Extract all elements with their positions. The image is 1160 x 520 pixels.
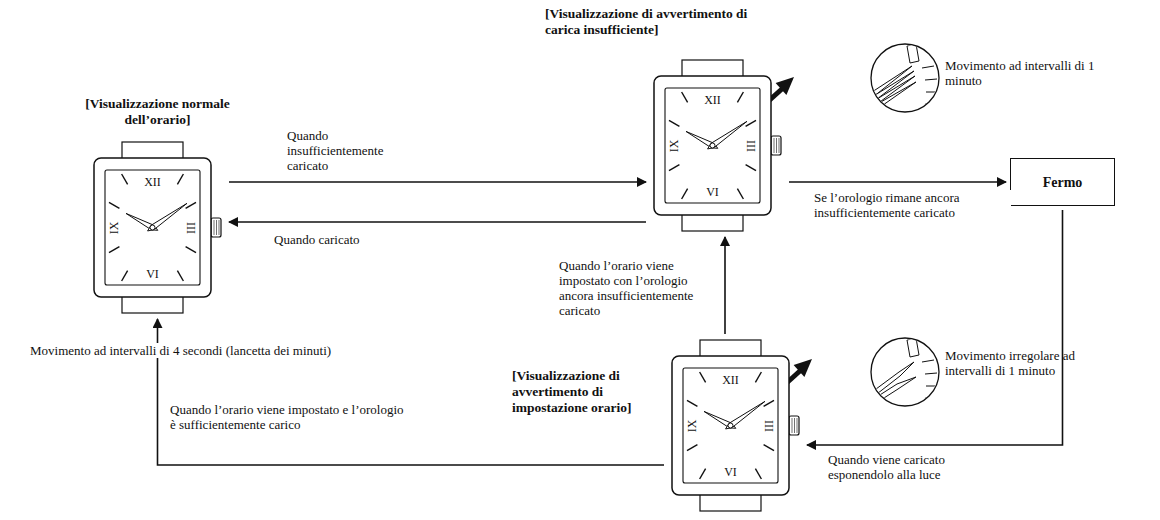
dial-numeral: III <box>185 222 197 234</box>
hour-marker <box>746 165 756 171</box>
hour-marker <box>700 372 706 382</box>
transition-arrow <box>807 210 1063 445</box>
callout-note: Movimento ad intervalli di 1 minuto <box>945 58 1095 88</box>
state-heading: [Visualizzazione normale dell’orario] <box>71 96 244 128</box>
dial-numeral: VI <box>706 186 719 198</box>
stop-box: Fermo <box>1010 158 1115 206</box>
minute-hand <box>708 121 747 149</box>
watch-case <box>672 356 789 495</box>
transition-arrow <box>724 237 726 334</box>
hour-marker <box>764 445 774 451</box>
crown-knurl <box>214 220 215 235</box>
hour-marker <box>177 271 183 281</box>
watch-dial <box>105 170 200 285</box>
watch-dial <box>665 88 760 203</box>
watch-dial <box>683 368 778 483</box>
dial-numeral: XII <box>144 176 161 188</box>
minute-hand <box>726 401 765 429</box>
hour-marker <box>746 120 756 126</box>
dial-numeral: XII <box>704 94 721 106</box>
transition-label: Quando viene caricato esponendolo alla l… <box>826 452 1005 482</box>
crown-knurl <box>779 138 780 153</box>
hour-hand <box>126 213 158 230</box>
dial-numeral: VI <box>724 466 737 478</box>
magnifier-circle <box>871 338 939 406</box>
movement-caption: Movimento ad intervalli di 4 secondi (la… <box>28 343 333 358</box>
box-label: Fermo <box>1043 174 1083 191</box>
hour-marker <box>700 469 706 479</box>
hand-pivot <box>150 225 155 230</box>
hour-marker <box>669 120 679 126</box>
callout-note: Movimento irregolare ad intervalli di 1 … <box>945 348 1095 378</box>
dial-numeral: IX <box>686 419 698 432</box>
hand-pivot <box>710 143 715 148</box>
hand-pivot <box>728 423 733 428</box>
crown-knurl <box>776 138 777 153</box>
watch-crown <box>771 136 781 155</box>
watch-case <box>94 158 211 297</box>
crown-knurl <box>794 418 795 433</box>
transition-label: Quando caricato <box>272 232 406 247</box>
hour-marker <box>755 469 761 479</box>
transition-label: Se l’orologio rimane ancora insufficient… <box>812 190 1011 220</box>
dial-numeral: IX <box>108 221 120 234</box>
hour-marker <box>109 247 119 253</box>
hour-marker <box>755 372 761 382</box>
hour-marker <box>682 189 688 199</box>
watch-crown <box>211 218 221 237</box>
watch-crown <box>789 416 799 435</box>
magnifier-circle <box>871 44 939 112</box>
minute-hand <box>148 203 187 231</box>
hour-marker <box>122 174 128 184</box>
dial-numeral: IX <box>668 139 680 152</box>
hour-marker <box>109 202 119 208</box>
hour-marker <box>687 400 697 406</box>
crown-knurl <box>774 138 775 153</box>
transition-arrow <box>229 181 646 183</box>
crown-knurl <box>792 418 793 433</box>
hour-hand <box>686 131 718 148</box>
hour-marker <box>186 202 196 208</box>
hour-marker <box>186 247 196 253</box>
hour-marker <box>122 271 128 281</box>
hour-marker <box>737 92 743 102</box>
transition-label: Quando l’orario viene impostato con l’or… <box>557 258 719 318</box>
dial-numeral: XII <box>722 374 739 386</box>
transition-arrow <box>158 319 665 465</box>
hour-marker <box>682 92 688 102</box>
hour-marker <box>177 174 183 184</box>
hour-hand <box>704 411 736 428</box>
hour-marker <box>737 189 743 199</box>
state-heading: [Visualizzazione di avvertimento di cari… <box>545 6 773 38</box>
hour-marker <box>764 400 774 406</box>
hour-marker <box>669 165 679 171</box>
dial-numeral: VI <box>146 268 159 280</box>
crown-knurl <box>797 418 798 433</box>
state-heading: [Visualizzazione di avvertimento di impo… <box>512 368 662 416</box>
watch-normal: [Visualizzazione normale dell’orario]Mov… <box>90 140 225 315</box>
crown-knurl <box>216 220 217 235</box>
transition-arrow <box>229 221 646 223</box>
transition-label: Quando insufficientemente caricato <box>285 128 409 173</box>
transition-arrow <box>789 181 1006 183</box>
crown-knurl <box>219 220 220 235</box>
hour-marker <box>687 445 697 451</box>
watch-case <box>654 76 771 215</box>
watch-time-setting: [Visualizzazione di avvertimento di impo… <box>668 338 803 513</box>
transition-label: Quando l’orario viene impostato e l’orol… <box>168 402 407 432</box>
dial-numeral: III <box>763 420 775 432</box>
dial-numeral: III <box>745 140 757 152</box>
watch-low-charge: [Visualizzazione di avvertimento di cari… <box>650 58 785 233</box>
